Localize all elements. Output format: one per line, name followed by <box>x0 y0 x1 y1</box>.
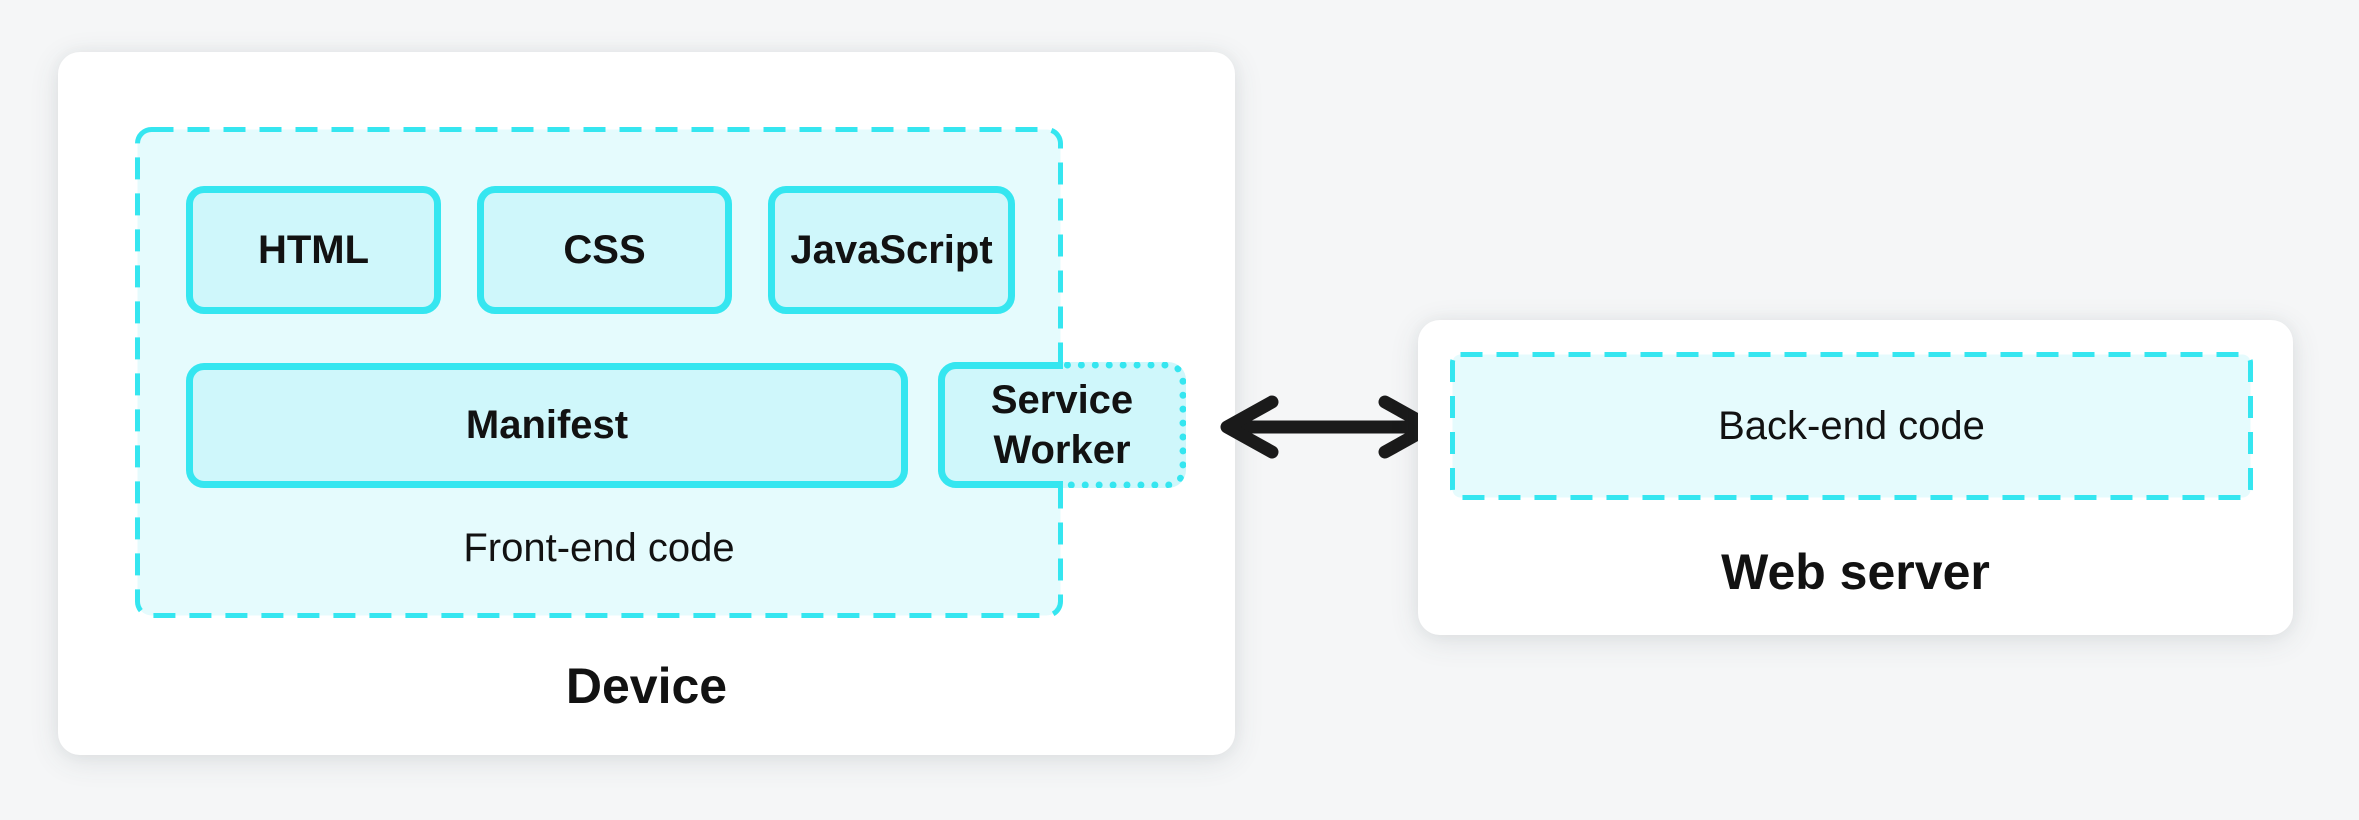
manifest-box: Manifest <box>186 363 908 488</box>
backend-code-panel: Back-end code <box>1450 352 2253 500</box>
frontend-code-caption: Front-end code <box>463 526 735 570</box>
backend-code-label: Back-end code <box>1718 403 1985 448</box>
double-arrow-icon <box>1220 395 1437 459</box>
css-box: CSS <box>477 186 732 314</box>
service-worker-box: Service Worker <box>938 362 1186 488</box>
manifest-box-label: Manifest <box>465 403 629 447</box>
web-server-title: Web server <box>1721 544 1990 600</box>
javascript-box: JavaScript <box>768 186 1015 314</box>
device-card: HTML CSS JavaScript Manifest Service Wor… <box>58 52 1235 755</box>
html-box-label: HTML <box>257 227 370 272</box>
backend-dashed-border <box>1450 352 2253 500</box>
javascript-box-label: JavaScript <box>790 227 993 272</box>
device-title: Device <box>565 658 728 714</box>
html-box: HTML <box>186 186 441 314</box>
web-server-card: Back-end code Web server <box>1418 320 2293 635</box>
service-worker-box-label: Service Worker <box>990 378 1134 472</box>
css-box-label: CSS <box>563 227 646 272</box>
service-worker-solid-border-overlay <box>938 362 1063 488</box>
